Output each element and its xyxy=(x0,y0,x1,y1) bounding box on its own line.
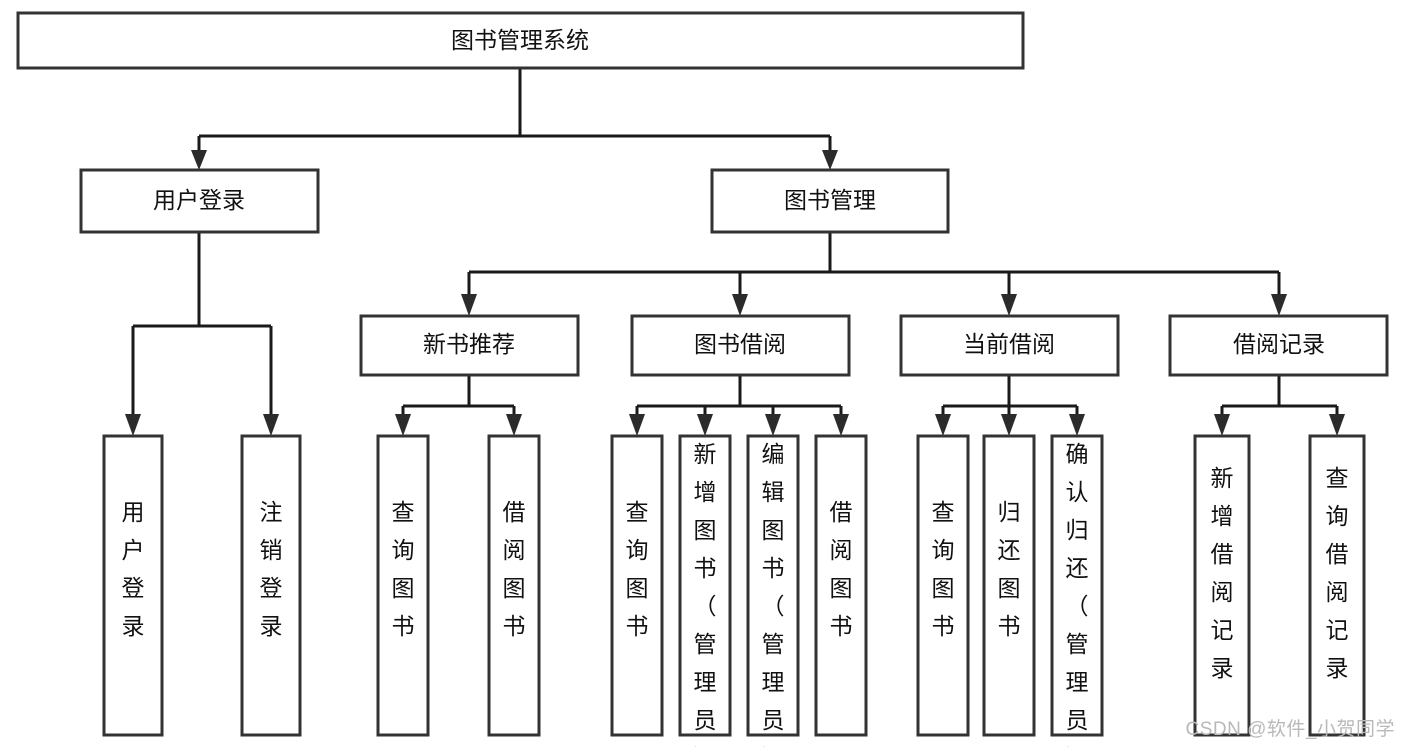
arrow-head-book-borrow xyxy=(732,294,748,316)
arrow-head-leaf-add-record xyxy=(1214,414,1230,436)
arrow-head-book-management xyxy=(822,150,838,170)
arrow-head-leaf-query-book-2 xyxy=(629,414,645,436)
leaf-add-record-box[interactable] xyxy=(1193,434,1251,737)
leaf-query-record-label: 查询借阅记录 xyxy=(1326,465,1349,681)
node-current-borrow[interactable]: 当前借阅 xyxy=(899,314,1120,377)
leaf-nodes-layer: 用户登录 注销登录 查询图书 借阅图书 查询图书 新增图书（管理员） xyxy=(102,434,1366,747)
node-book-borrow[interactable]: 图书借阅 xyxy=(630,314,851,377)
arrow-head-leaf-edit-book xyxy=(765,414,781,436)
leaf-query-book-2-box[interactable] xyxy=(610,434,664,737)
connector-layer xyxy=(125,68,1345,436)
arrow-head-borrow-record xyxy=(1271,294,1287,316)
leaf-add-record-label: 新增借阅记录 xyxy=(1211,465,1234,681)
leaf-borrow-book-1-box[interactable] xyxy=(487,434,541,737)
arrow-head-leaf-borrow-book-2 xyxy=(833,414,849,436)
node-leaf-borrow-book-1[interactable]: 借阅图书 xyxy=(487,434,541,737)
arrow-head-leaf-query-book-1 xyxy=(395,414,411,436)
leaf-return-book-label: 归还图书 xyxy=(998,499,1021,639)
arrow-head-leaf-confirm-return xyxy=(1069,414,1085,436)
node-book-management[interactable]: 图书管理 xyxy=(710,168,950,234)
leaf-query-book-3-box[interactable] xyxy=(916,434,970,737)
node-root[interactable]: 图书管理系统 xyxy=(16,11,1025,70)
node-leaf-add-book[interactable]: 新增图书（管理员） xyxy=(678,434,732,747)
node-borrow-record[interactable]: 借阅记录 xyxy=(1168,314,1389,377)
node-leaf-query-record[interactable]: 查询借阅记录 xyxy=(1308,434,1366,737)
root-label: 图书管理系统 xyxy=(451,27,589,53)
current-borrow-label: 当前借阅 xyxy=(963,331,1055,357)
book-borrow-box[interactable] xyxy=(630,314,851,377)
leaf-confirm-return-box[interactable] xyxy=(1050,434,1104,737)
user-login-box[interactable] xyxy=(79,168,320,234)
arrow-head-current-borrow xyxy=(1001,294,1017,316)
node-leaf-query-book-3[interactable]: 查询图书 xyxy=(916,434,970,737)
node-leaf-query-book-2[interactable]: 查询图书 xyxy=(610,434,664,737)
leaf-user-login-box[interactable] xyxy=(102,434,164,737)
leaf-edit-book-box[interactable] xyxy=(746,434,800,737)
arrow-head-leaf-return-book xyxy=(1001,414,1017,436)
leaf-logout-login-label: 注销登录 xyxy=(260,499,283,639)
leaf-confirm-return-label: 确认归还（管理员） xyxy=(1066,441,1089,747)
leaf-edit-book-label: 编辑图书（管理员） xyxy=(762,441,785,747)
leaf-borrow-book-1-label: 借阅图书 xyxy=(503,499,526,639)
arrow-head-leaf-user-login xyxy=(125,414,141,436)
borrow-record-label: 借阅记录 xyxy=(1233,331,1325,357)
leaf-logout-login-box[interactable] xyxy=(240,434,302,737)
node-new-book-recommend[interactable]: 新书推荐 xyxy=(359,314,580,377)
arrow-head-leaf-query-record xyxy=(1329,414,1345,436)
node-leaf-confirm-return[interactable]: 确认归还（管理员） xyxy=(1050,434,1104,747)
node-user-login[interactable]: 用户登录 xyxy=(79,168,320,234)
leaf-query-record-box[interactable] xyxy=(1308,434,1366,737)
arrow-head-new-book-recommend xyxy=(461,294,477,316)
leaf-add-book-label: 新增图书（管理员） xyxy=(694,441,717,747)
leaf-query-book-3-label: 查询图书 xyxy=(932,499,955,639)
arrow-head-leaf-borrow-book-1 xyxy=(506,414,522,436)
arrow-head-leaf-logout-login xyxy=(263,414,279,436)
leaf-query-book-1-box[interactable] xyxy=(376,434,430,737)
arrow-head-user-login xyxy=(191,150,207,170)
arrow-head-leaf-query-book-3 xyxy=(935,414,951,436)
book-management-box[interactable] xyxy=(710,168,950,234)
new-book-recommend-label: 新书推荐 xyxy=(423,331,515,357)
book-management-label: 图书管理 xyxy=(784,187,876,213)
node-leaf-add-record[interactable]: 新增借阅记录 xyxy=(1193,434,1251,737)
arrow-head-leaf-add-book xyxy=(697,414,713,436)
new-book-recommend-box[interactable] xyxy=(359,314,580,377)
node-leaf-borrow-book-2[interactable]: 借阅图书 xyxy=(814,434,868,737)
node-leaf-user-login[interactable]: 用户登录 xyxy=(102,434,164,737)
leaf-user-login-label: 用户登录 xyxy=(122,499,145,639)
leaf-return-book-box[interactable] xyxy=(982,434,1036,737)
node-leaf-edit-book[interactable]: 编辑图书（管理员） xyxy=(746,434,800,747)
node-leaf-return-book[interactable]: 归还图书 xyxy=(982,434,1036,737)
leaf-query-book-1-label: 查询图书 xyxy=(392,499,415,639)
borrow-record-box[interactable] xyxy=(1168,314,1389,377)
node-leaf-logout-login[interactable]: 注销登录 xyxy=(240,434,302,737)
current-borrow-box[interactable] xyxy=(899,314,1120,377)
user-login-label: 用户登录 xyxy=(153,187,245,213)
leaf-add-book-box[interactable] xyxy=(678,434,732,737)
book-borrow-label: 图书借阅 xyxy=(694,331,786,357)
root-box[interactable] xyxy=(16,11,1025,70)
leaf-borrow-book-2-label: 借阅图书 xyxy=(830,499,853,639)
leaf-query-book-2-label: 查询图书 xyxy=(626,499,649,639)
node-leaf-query-book-1[interactable]: 查询图书 xyxy=(376,434,430,737)
csdn-watermark: CSDN @软件_小贺同学 xyxy=(1185,719,1395,740)
leaf-borrow-book-2-box[interactable] xyxy=(814,434,868,737)
